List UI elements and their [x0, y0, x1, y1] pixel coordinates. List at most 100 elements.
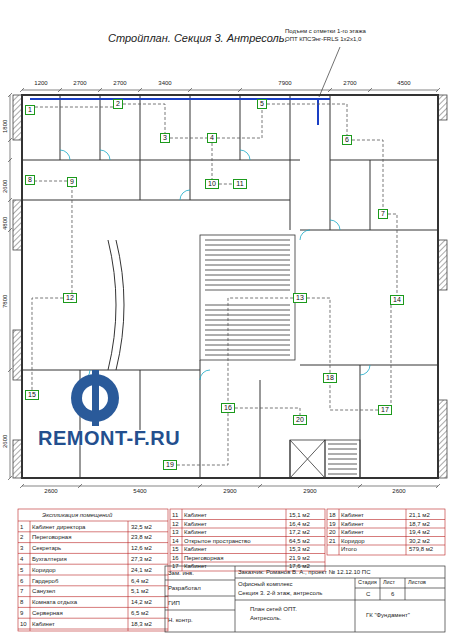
door-swings — [360, 365, 370, 375]
table-col-line — [30, 521, 31, 631]
device-label: 7 — [381, 210, 385, 217]
stair-step — [205, 350, 290, 351]
table-cell: 7 — [20, 588, 23, 594]
sheet-title: Антресоль. — [250, 615, 281, 621]
hatched-columns — [13, 95, 447, 478]
stamp-text: Офисный комплекс — [238, 581, 293, 587]
table-cell: 15 — [172, 546, 179, 552]
stair-step — [205, 290, 290, 291]
sheet-title: План сетей ОПТ. — [250, 606, 297, 612]
stamp-field: Лист — [383, 580, 395, 586]
table-grid — [18, 509, 168, 631]
table-cell: 21,1 м2 — [409, 512, 430, 518]
device-label: 18 — [326, 374, 334, 381]
table-cell: Кабинет — [341, 529, 364, 535]
table-row-line — [18, 585, 168, 586]
staircase — [200, 235, 360, 478]
table-cell: Кабинет — [184, 529, 207, 535]
table-row-line — [18, 629, 168, 630]
title-block — [165, 566, 445, 632]
hatched-columns — [438, 400, 447, 478]
dimension-tick — [368, 88, 372, 92]
device-label: 20 — [296, 416, 304, 423]
table-col-line — [406, 509, 407, 555]
door-swings — [300, 230, 310, 240]
table-cell: Секретарь — [32, 545, 61, 551]
device-label: 15 — [28, 391, 36, 398]
stair-step — [205, 330, 290, 331]
dimension-tick — [8, 138, 12, 142]
table-cell: 20 — [329, 529, 336, 535]
dimension: 2900 — [222, 488, 237, 494]
device-label: 16 — [224, 404, 232, 411]
device-box: 4 — [207, 133, 217, 143]
table-cell: Кабинет — [184, 521, 207, 527]
walls — [22, 95, 438, 478]
stamp-value: С — [366, 591, 370, 597]
walls — [330, 160, 438, 161]
dimension: 2600 — [2, 434, 8, 449]
walls — [22, 95, 438, 478]
stamp-value: 6 — [391, 591, 394, 597]
title-block — [405, 578, 406, 600]
table-row-line — [18, 575, 168, 576]
table-cell: 10 — [20, 621, 27, 627]
trunk-cable — [30, 99, 330, 125]
device-box: 14 — [390, 295, 404, 305]
dimension-tick — [58, 88, 62, 92]
plan-title: Стройплан. Секция 3. Антресоль. — [108, 33, 288, 44]
table-cell: Санузел — [32, 588, 55, 594]
stair-step — [205, 265, 290, 266]
staircase — [290, 440, 325, 478]
dimension: 5400 — [132, 488, 147, 494]
staircase — [290, 440, 325, 478]
dimension: 2600 — [43, 488, 58, 494]
device-box: 1 — [25, 105, 35, 115]
table-cell: 15,3 м2 — [289, 546, 310, 552]
table-cell: 17 — [172, 563, 179, 569]
cable-run — [32, 298, 63, 390]
dimension: 2700 — [72, 80, 87, 86]
device-box: 10 — [205, 179, 219, 189]
title-block — [380, 578, 381, 600]
dimension: 7800 — [2, 294, 8, 309]
device-box: 11 — [233, 179, 246, 189]
cable-run — [267, 104, 347, 135]
title-block — [355, 578, 356, 632]
stair-step — [205, 260, 290, 261]
table-cell: 14,2 м2 — [131, 599, 152, 605]
table-cell: 17,6 м2 — [289, 563, 310, 569]
cable-run — [212, 143, 213, 179]
walls — [140, 95, 141, 200]
hatched-columns — [13, 200, 22, 250]
stair-step — [205, 325, 290, 326]
table-cell: 30,2 м2 — [409, 538, 430, 544]
cable-run — [307, 298, 330, 373]
walls — [370, 160, 371, 230]
table-row-line — [18, 521, 168, 522]
table-row-line — [18, 618, 168, 619]
callout-note: ОПТ КПСЭнг-FRLS 1х2х1,0 — [285, 36, 361, 42]
stamp-field: Зам. инв. — [168, 570, 194, 576]
dimension: 3400 — [157, 80, 172, 86]
stair-step — [328, 459, 357, 460]
table-cell: 19 — [329, 521, 336, 527]
dimension-lines — [22, 90, 438, 91]
stair-step — [205, 270, 290, 271]
cable-run — [228, 298, 293, 403]
table-cell: 21 — [329, 538, 336, 544]
walls — [140, 370, 141, 430]
walls — [300, 365, 438, 366]
walls — [330, 95, 331, 230]
stair-step — [328, 444, 357, 445]
trunk-cable — [317, 99, 319, 125]
table-col-line — [286, 509, 287, 571]
table-row-line — [170, 545, 325, 546]
dimension-tick — [188, 88, 192, 92]
dimension-tick — [8, 476, 12, 480]
table-cell: Кабинет — [341, 521, 364, 527]
table-cell: 1 — [20, 524, 23, 530]
table-row-line — [170, 528, 325, 529]
stair-step — [205, 240, 290, 241]
